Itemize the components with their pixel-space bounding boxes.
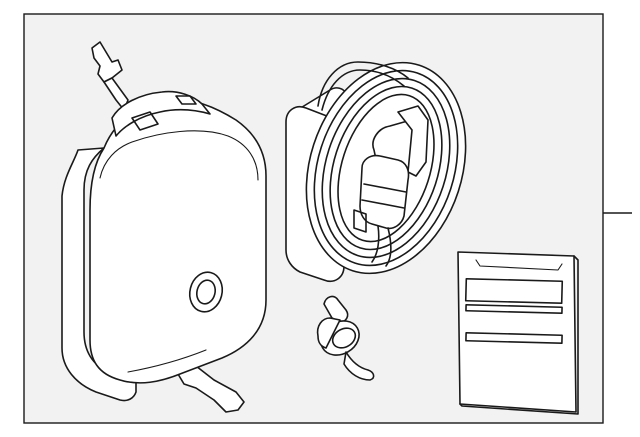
clip-icon xyxy=(316,295,375,381)
coiled-cable-icon xyxy=(285,61,467,282)
carry-bag-icon xyxy=(61,41,267,413)
booklet-icon xyxy=(457,251,579,415)
